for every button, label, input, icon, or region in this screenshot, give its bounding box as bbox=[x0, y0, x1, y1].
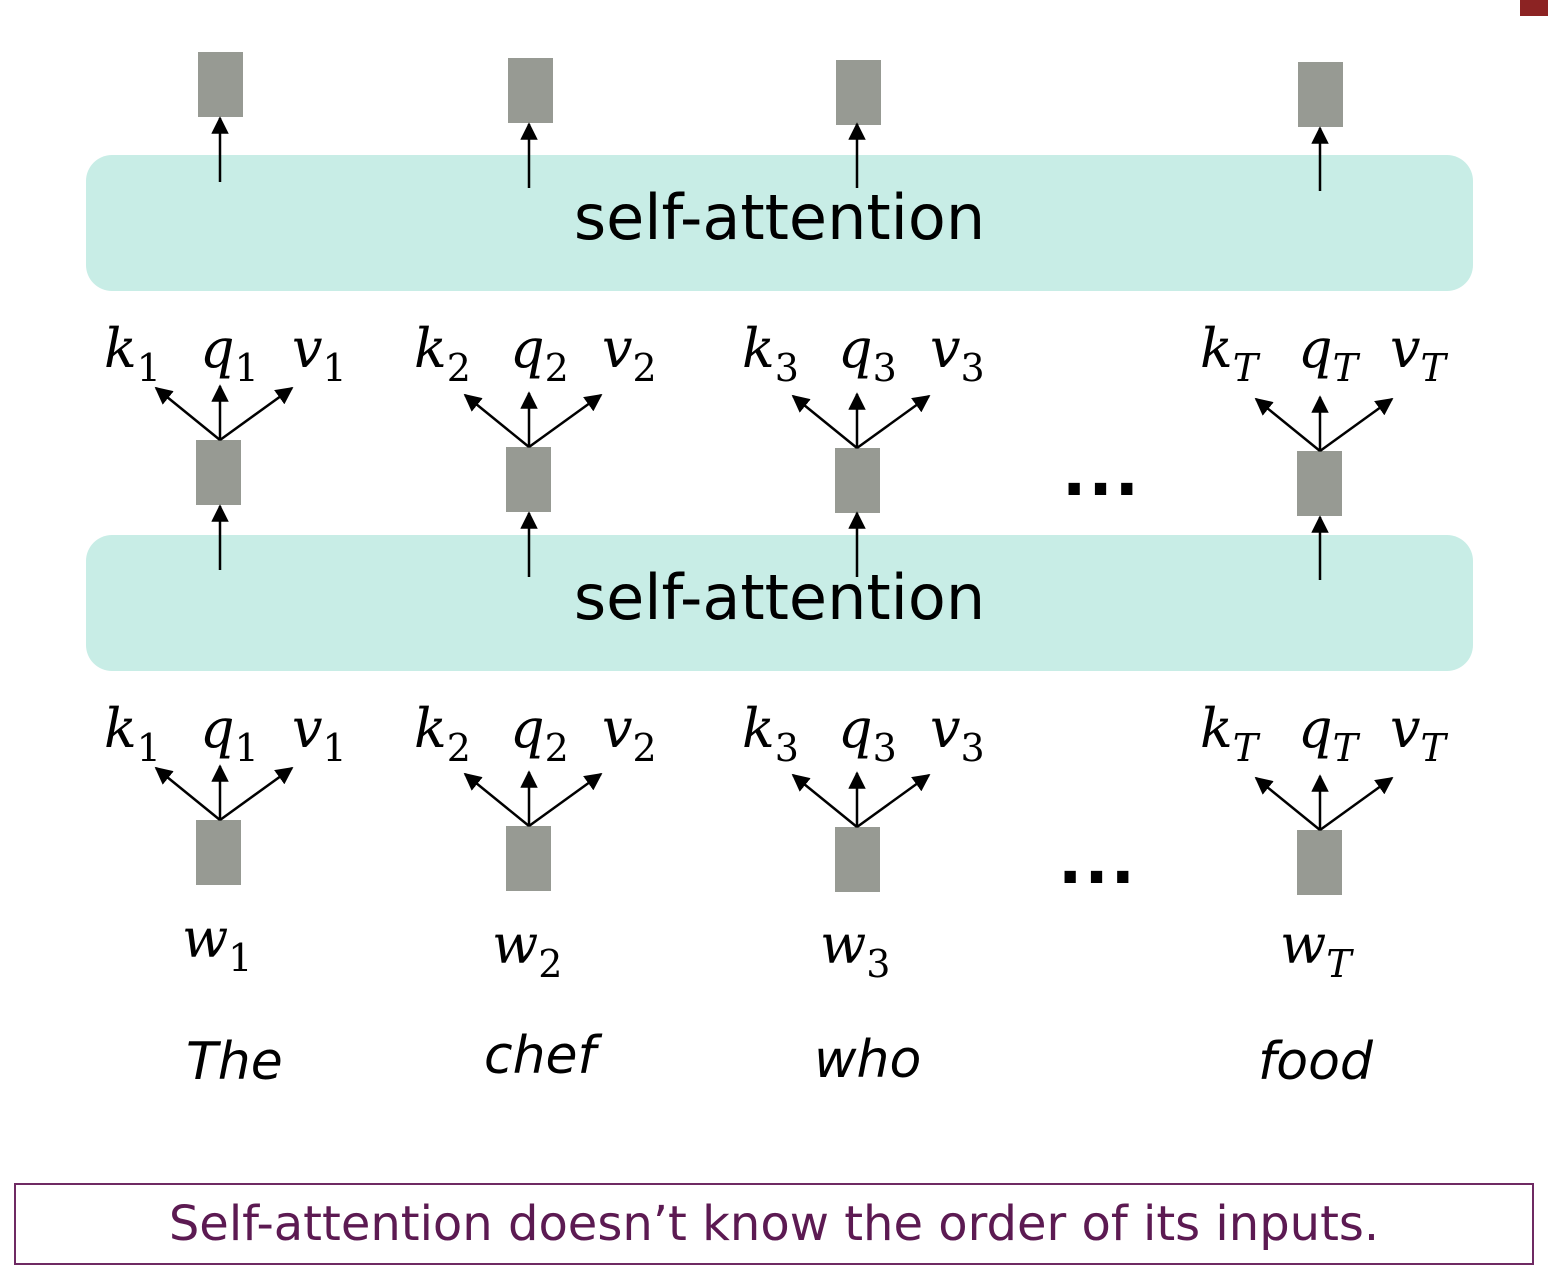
query-label-T: qT bbox=[1298, 697, 1358, 770]
value-label-2: v2 bbox=[602, 317, 657, 390]
key-arrow-upper-3 bbox=[791, 394, 858, 449]
key-arrow-lower-1 bbox=[154, 766, 221, 821]
embedding-box-1 bbox=[196, 820, 241, 885]
hidden-box-1 bbox=[196, 440, 241, 505]
word-vector-label-2: w2 bbox=[492, 913, 563, 986]
key-label-2: k2 bbox=[414, 317, 471, 390]
key-label-1: k1 bbox=[104, 317, 161, 390]
slide-corner-accent bbox=[1520, 0, 1548, 16]
value-arrow-upper-1 bbox=[219, 386, 294, 442]
key-arrow-upper-T bbox=[1254, 397, 1321, 452]
query-label-1: q1 bbox=[200, 697, 259, 770]
key-arrow-lower-3 bbox=[791, 773, 858, 828]
output-box-3 bbox=[836, 60, 881, 125]
caption-box: Self-attention doesn’t know the order of… bbox=[14, 1183, 1534, 1265]
input-word-1: The bbox=[186, 1032, 283, 1092]
hidden-box-2 bbox=[506, 447, 551, 512]
embedding-box-2 bbox=[506, 826, 551, 891]
key-label-T: kT bbox=[1200, 317, 1259, 390]
input-word-T: food bbox=[1258, 1032, 1373, 1092]
output-box-1 bbox=[198, 52, 243, 117]
query-label-1: q1 bbox=[200, 317, 259, 390]
value-label-1: v1 bbox=[292, 317, 347, 390]
word-vector-label-1: w1 bbox=[182, 907, 253, 980]
value-arrow-upper-T bbox=[1319, 397, 1394, 453]
value-arrow-lower-1 bbox=[219, 766, 294, 822]
self-attention-layer-1: self-attention bbox=[86, 535, 1473, 671]
query-label-3: q3 bbox=[838, 317, 897, 390]
value-label-1: v1 bbox=[292, 697, 347, 770]
value-arrow-upper-3 bbox=[856, 394, 931, 450]
value-label-3: v3 bbox=[930, 697, 985, 770]
value-label-T: vT bbox=[1390, 317, 1446, 390]
layer-label: self-attention bbox=[573, 561, 986, 634]
output-box-2 bbox=[508, 58, 553, 123]
key-label-T: kT bbox=[1200, 697, 1259, 770]
value-arrow-lower-2 bbox=[528, 772, 603, 828]
query-label-2: q2 bbox=[510, 317, 569, 390]
key-label-2: k2 bbox=[414, 697, 471, 770]
query-label-3: q3 bbox=[838, 697, 897, 770]
layer-label: self-attention bbox=[573, 181, 986, 254]
key-arrow-lower-T bbox=[1254, 776, 1321, 831]
key-label-3: k3 bbox=[742, 317, 799, 390]
key-arrow-lower-2 bbox=[463, 772, 530, 827]
value-label-2: v2 bbox=[602, 697, 657, 770]
output-box-T bbox=[1298, 62, 1343, 127]
ellipsis-upper: ... bbox=[1062, 437, 1141, 511]
hidden-box-T bbox=[1297, 451, 1342, 516]
key-arrow-upper-2 bbox=[463, 393, 530, 448]
embedding-box-3 bbox=[835, 827, 880, 892]
word-vector-label-T: wT bbox=[1280, 913, 1352, 986]
key-arrow-upper-1 bbox=[154, 386, 221, 441]
ellipsis-lower: ... bbox=[1058, 825, 1137, 899]
value-arrow-lower-3 bbox=[856, 773, 931, 829]
value-label-T: vT bbox=[1390, 697, 1446, 770]
caption-text: Self-attention doesn’t know the order of… bbox=[168, 1196, 1380, 1252]
word-vector-label-3: w3 bbox=[820, 913, 891, 986]
value-arrow-lower-T bbox=[1319, 776, 1394, 832]
key-label-3: k3 bbox=[742, 697, 799, 770]
value-label-3: v3 bbox=[930, 317, 985, 390]
input-word-2: chef bbox=[484, 1026, 596, 1086]
value-arrow-upper-2 bbox=[528, 393, 603, 449]
key-label-1: k1 bbox=[104, 697, 161, 770]
hidden-box-3 bbox=[835, 448, 880, 513]
query-label-2: q2 bbox=[510, 697, 569, 770]
query-label-T: qT bbox=[1298, 317, 1358, 390]
embedding-box-T bbox=[1297, 830, 1342, 895]
input-word-3: who bbox=[814, 1030, 922, 1090]
self-attention-layer-2: self-attention bbox=[86, 155, 1473, 291]
